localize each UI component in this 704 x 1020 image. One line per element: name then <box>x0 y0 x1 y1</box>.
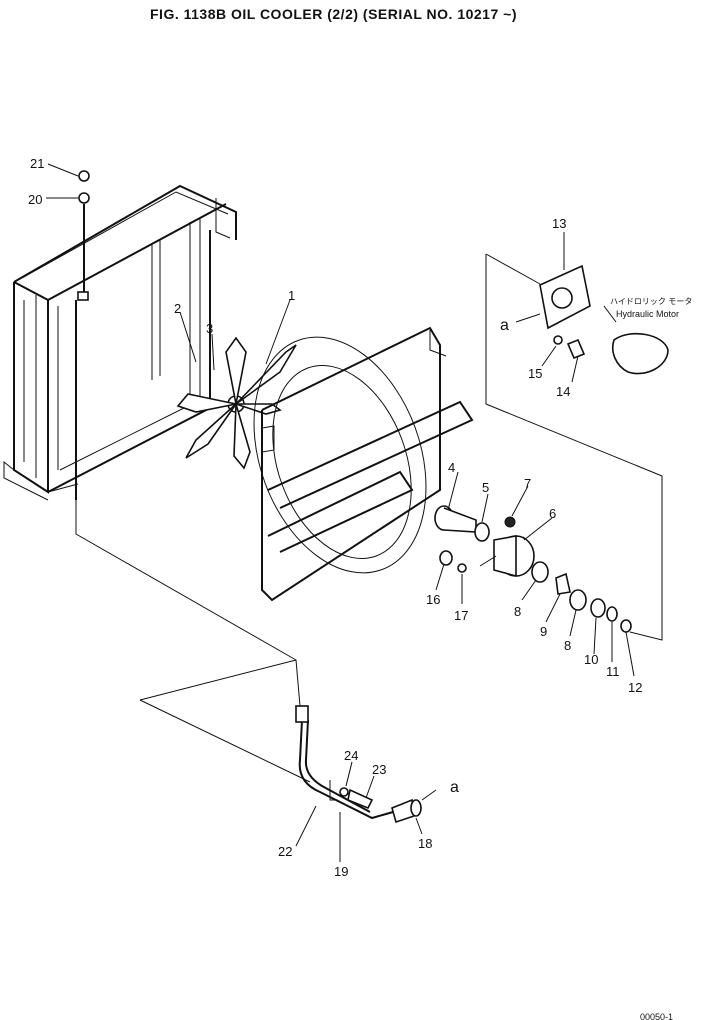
callout-5: 5 <box>482 480 489 495</box>
callout-3: 3 <box>206 321 213 336</box>
callout-16: 16 <box>426 592 440 607</box>
hydraulic-motor-label-jp: ハイドロリック モータ <box>610 297 692 306</box>
hose-assembly <box>75 170 422 824</box>
reference-a-hose: a <box>450 779 459 796</box>
callout-24: 24 <box>344 748 358 763</box>
reference-a-motor: a <box>500 317 509 334</box>
leader-lines <box>46 163 635 862</box>
fan-part-1 <box>176 336 297 470</box>
cooler-frame <box>3 184 237 501</box>
callout-11: 11 <box>606 664 620 679</box>
callout-13: 13 <box>552 216 566 231</box>
hydraulic-motor-inset <box>485 253 669 641</box>
callout-15: 15 <box>528 366 542 381</box>
callout-18: 18 <box>418 836 432 851</box>
hydraulic-motor-label-en: Hydraulic Motor <box>616 309 679 319</box>
callout-23: 23 <box>372 762 386 777</box>
callout-1: 1 <box>288 288 295 303</box>
callout-9: 9 <box>540 624 547 639</box>
callout-7: 7 <box>524 476 531 491</box>
callout-12: 12 <box>628 680 642 695</box>
callout-4: 4 <box>448 460 455 475</box>
callout-8a: 8 <box>514 604 521 619</box>
callout-10: 10 <box>584 652 598 667</box>
callout-6: 6 <box>549 506 556 521</box>
callout-22: 22 <box>278 844 292 859</box>
callout-8b: 8 <box>564 638 571 653</box>
drawing-code: 00050-1 <box>640 1012 673 1020</box>
callout-20: 20 <box>28 192 42 207</box>
hub-assembly <box>434 505 632 633</box>
callout-21: 21 <box>30 156 44 171</box>
callout-17: 17 <box>454 608 468 623</box>
callout-2: 2 <box>174 301 181 316</box>
fan-shroud <box>253 326 474 602</box>
callout-19: 19 <box>334 864 348 879</box>
callout-14: 14 <box>556 384 570 399</box>
figure-title: FIG. 1138B OIL COOLER (2/2) (SERIAL NO. … <box>150 6 517 22</box>
